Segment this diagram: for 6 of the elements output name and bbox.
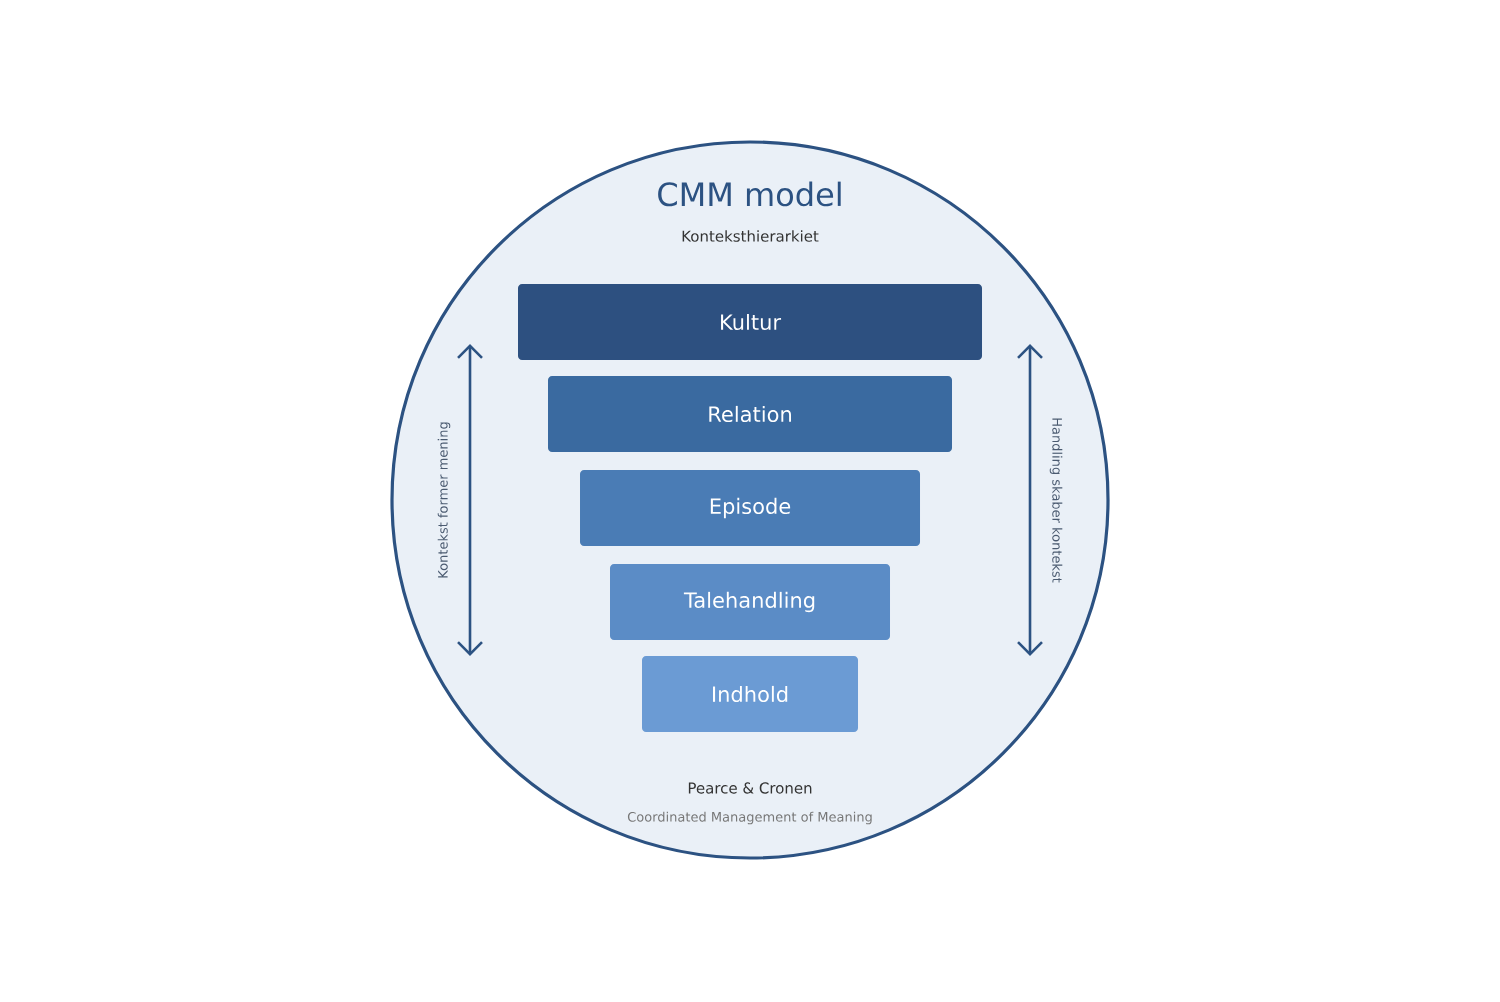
level-box: Talehandling <box>610 564 890 640</box>
level-box: Kultur <box>518 284 982 360</box>
level-box: Relation <box>548 376 952 452</box>
title: CMM model <box>658 181 841 207</box>
level-box: Episode <box>580 470 920 546</box>
level-box: Indhold <box>642 656 858 732</box>
